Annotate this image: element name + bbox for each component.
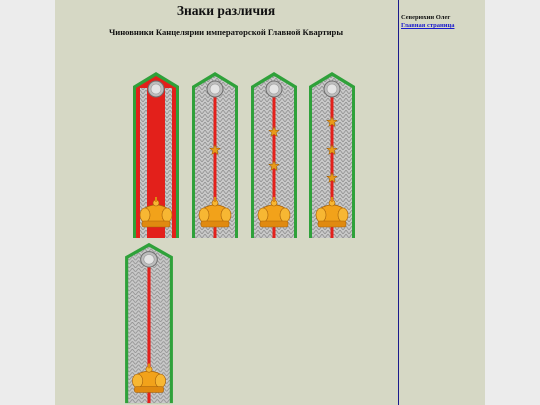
main-content: Знаки различия Чиновники Канцелярии импе… <box>55 0 397 405</box>
shoulder-board-5 <box>125 242 173 404</box>
crown-icon <box>132 363 166 393</box>
star-icon <box>268 125 280 138</box>
page: Знаки различия Чиновники Канцелярии импе… <box>55 0 485 405</box>
star-icon <box>209 143 221 156</box>
crown-icon <box>198 197 232 228</box>
board-center-red <box>147 88 165 238</box>
shoulder-board-3 <box>251 72 297 238</box>
crown-icon <box>315 197 349 228</box>
home-page-link[interactable]: Главная страница <box>401 22 455 29</box>
shoulder-board-2 <box>192 72 238 238</box>
star-icon <box>268 159 280 172</box>
board-stripe <box>147 262 151 404</box>
page-subtitle: Чиновники Канцелярии императорской Главн… <box>108 27 344 37</box>
star-icon <box>326 171 338 184</box>
shoulder-board-1 <box>133 72 179 238</box>
star-icon <box>326 115 338 128</box>
column-divider <box>398 0 399 405</box>
sidebar: Северюхин Олег Главная страница <box>401 14 483 30</box>
crown-icon <box>139 197 173 228</box>
page-title: Знаки различия <box>176 3 276 18</box>
board-stripe <box>330 92 334 238</box>
author-name: Северюхин Олег <box>401 14 451 21</box>
board-stripe <box>213 92 217 238</box>
star-icon <box>326 143 338 156</box>
shoulder-board-4 <box>309 72 355 238</box>
crown-icon <box>257 197 291 228</box>
